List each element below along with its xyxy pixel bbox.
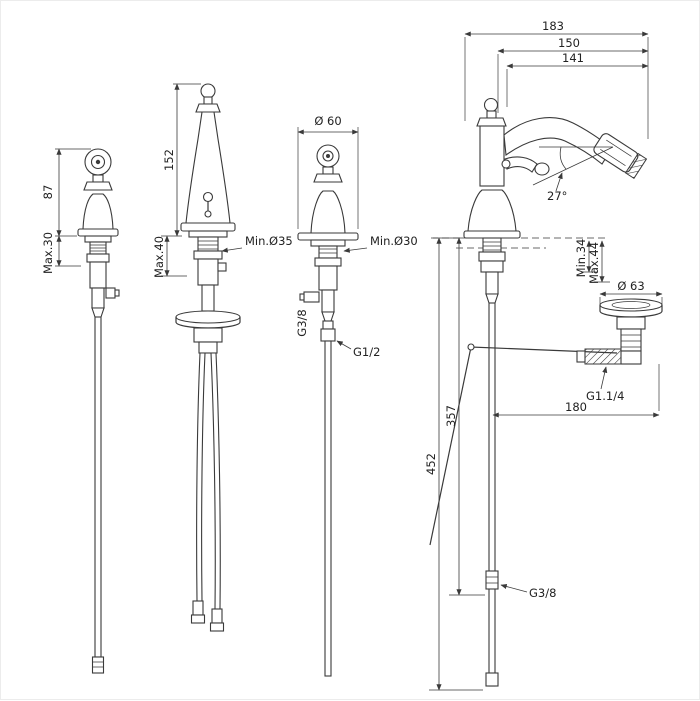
bell-body-2 — [310, 190, 346, 234]
dim-angle-27: 27° — [547, 189, 567, 203]
dim-min-hole-35: Min.Ø35 — [245, 234, 293, 248]
dim-lines-deck-thickness — [581, 240, 610, 283]
supply-hose-2 — [324, 340, 332, 677]
dim-lines-view2 — [161, 83, 243, 277]
dim-diameter-60: Ø 60 — [314, 114, 341, 128]
dim-lines-view3 — [297, 127, 368, 350]
dim-max-30: Max.30 — [41, 232, 55, 274]
lever-handle — [501, 156, 550, 176]
view-front: 152 Max.40 Min.Ø35 — [152, 83, 293, 632]
popup-rod — [429, 346, 618, 546]
dim-height-87: 87 — [41, 185, 55, 200]
view-side-left: 87 Max.30 — [41, 148, 120, 674]
spray-head — [593, 133, 648, 180]
popup-waste-side — [576, 291, 663, 365]
dim-width-183: 183 — [542, 19, 564, 33]
dim-diameter-63: Ø 63 — [617, 279, 644, 293]
dim-height-452: 452 — [424, 453, 438, 475]
bell-body — [82, 193, 114, 230]
dim-min-hole-30: Min.Ø30 — [370, 234, 418, 248]
view-main: 183 150 141 27° — [424, 19, 663, 691]
dim-height-357: 357 — [444, 405, 458, 427]
angle-annotation — [532, 146, 614, 192]
handle-knob — [84, 148, 112, 176]
dim-width-150: 150 — [558, 36, 580, 50]
supply-hose — [94, 316, 102, 658]
dim-max-40: Max.40 — [152, 236, 166, 278]
view-side-right: Ø 60 Min.Ø30 G3/8 G1/2 — [295, 114, 418, 677]
dim-min-34: Min.34 — [574, 239, 588, 278]
dim-lines-heights — [429, 237, 485, 691]
popup-waste-front — [175, 310, 241, 632]
spout — [503, 117, 613, 165]
dim-max-44: Max.44 — [587, 242, 601, 284]
supply-hose-main — [488, 302, 496, 687]
dim-width-141: 141 — [562, 51, 584, 65]
dim-height-152: 152 — [162, 149, 176, 171]
handle-knob-2 — [316, 144, 340, 168]
dim-width-180: 180 — [565, 400, 587, 414]
faucet-column — [479, 125, 505, 187]
dim-thread-g38-side: G3/8 — [295, 309, 309, 336]
dim-lines-top — [464, 31, 649, 139]
dim-thread-g12: G1/2 — [353, 345, 380, 359]
dim-thread-g38-bottom: G3/8 — [529, 586, 556, 600]
dim-lines-view1 — [55, 148, 91, 267]
dim-thread-g114: G1.1/4 — [586, 389, 624, 403]
